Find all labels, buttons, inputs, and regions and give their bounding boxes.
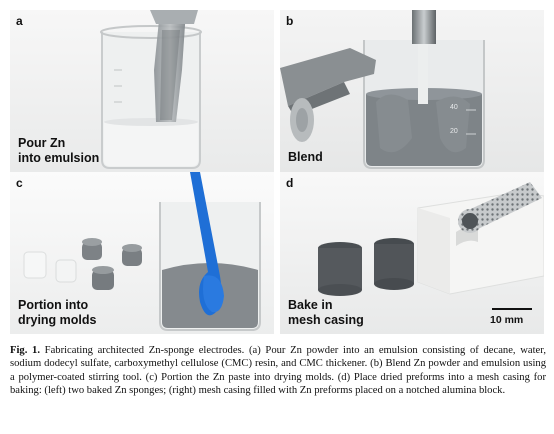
- panel-c-label: c: [16, 176, 23, 190]
- panel-d-label: d: [286, 176, 294, 190]
- panel-a: a Pour Zn into emulsion: [10, 10, 274, 172]
- panel-c-photo: [10, 172, 274, 334]
- panel-b-caption: Blend: [288, 150, 323, 165]
- panel-a-photo: [10, 10, 274, 172]
- panel-c: c Portion into drying molds: [10, 172, 274, 334]
- figure-caption-text: Fabricating architected Zn-sponge electr…: [10, 345, 546, 396]
- figure-caption: Fig. 1. Fabricating architected Zn-spong…: [10, 344, 546, 397]
- panel-a-caption: Pour Zn into emulsion: [18, 136, 99, 166]
- panel-b-caption-line-1: Blend: [288, 150, 323, 164]
- panel-d-caption-line-2: mesh casing: [288, 313, 364, 327]
- panel-a-caption-line-1: Pour Zn: [18, 136, 66, 150]
- panel-c-caption-line-1: Portion into: [18, 298, 89, 312]
- panel-a-label: a: [16, 14, 23, 28]
- panel-a-caption-line-2: into emulsion: [18, 151, 100, 165]
- panel-c-caption-line-2: drying molds: [18, 313, 97, 327]
- figure: a Pour Zn into emulsion: [10, 10, 544, 334]
- panel-b: b 40 20 Blend: [280, 10, 544, 172]
- panel-b-photo: [280, 10, 544, 172]
- scale-bar-line: [492, 308, 532, 310]
- panel-d-photo: [280, 172, 544, 334]
- beaker-mark-40: 40: [450, 104, 458, 111]
- panel-d: d Bake in mesh casing 10 mm: [280, 172, 544, 334]
- beaker-mark-20: 20: [450, 128, 458, 135]
- panel-d-caption: Bake in mesh casing: [288, 298, 364, 328]
- panel-b-label: b: [286, 14, 294, 28]
- panel-d-caption-line-1: Bake in: [288, 298, 333, 312]
- figure-caption-label: Fig. 1.: [10, 345, 40, 356]
- panel-c-caption: Portion into drying molds: [18, 298, 96, 328]
- scale-bar-label: 10 mm: [490, 314, 524, 326]
